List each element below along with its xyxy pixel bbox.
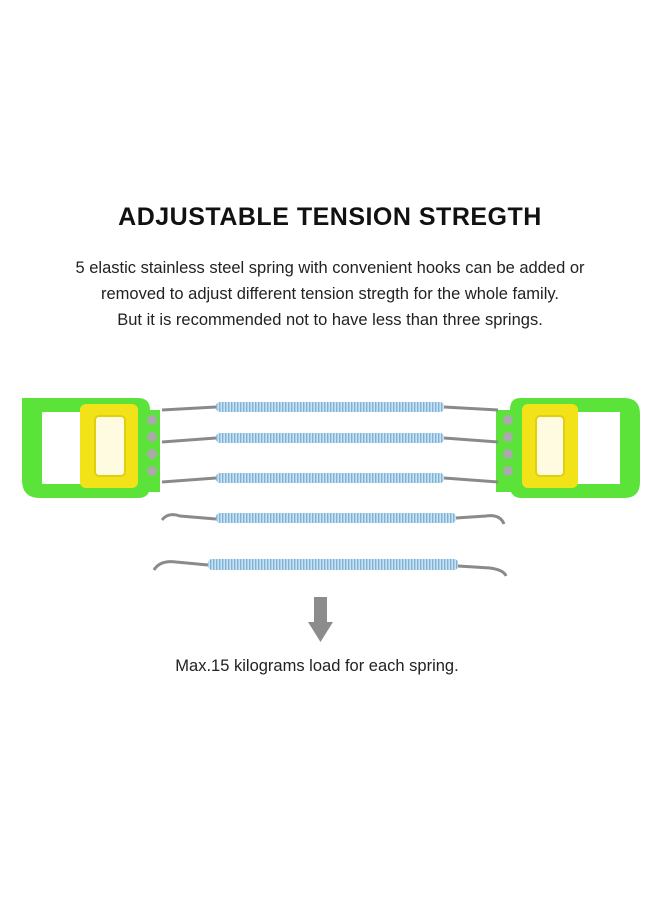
load-note: Max.15 kilograms load for each spring. [175,657,459,675]
description-line: removed to adjust different tension stre… [101,285,559,303]
hook-icon [457,564,508,577]
headline: ADJUSTABLE TENSION STREGTH [118,203,542,231]
description-line: But it is recommended not to have less t… [117,311,543,329]
hook-icon [152,560,209,571]
description-line: 5 elastic stainless steel spring with co… [75,259,585,277]
hook-icon [455,514,506,525]
spring-icon [161,473,499,484]
down-arrow-icon [308,597,333,642]
spring-icon [152,559,508,577]
chest-expander-illustration [22,398,640,642]
description: 5 elastic stainless steel spring with co… [30,255,630,333]
spring-icon [160,513,506,525]
hook-icon [160,513,217,521]
spring-icon [161,402,499,412]
spring-icon [161,433,499,444]
handle-left-icon [22,398,160,498]
handle-right-icon [496,398,640,498]
